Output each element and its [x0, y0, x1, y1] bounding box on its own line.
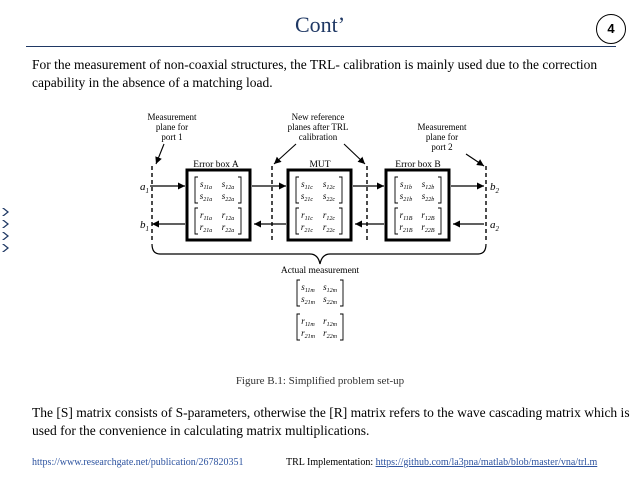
port-a2: a2 — [490, 219, 500, 233]
error-box-a — [185, 168, 252, 242]
mut-label: MUT — [309, 160, 330, 170]
parameter-matrices: s11a s12a s21a s22a r11a r12a r21a r22a s11c s12c… — [194, 176, 442, 341]
matrix-entry: r22B — [421, 222, 435, 234]
matrix-sb: s11b s12b s21b s22b — [394, 176, 442, 204]
matrix-entry: r21m — [301, 328, 316, 340]
matrix-entry: s11b — [400, 179, 412, 191]
matrix-entry: s22b — [422, 191, 435, 203]
matrix-rb: r11B r12B r21B r22B — [394, 207, 442, 235]
page-number-badge: 4 — [596, 14, 626, 44]
matrix-entry: r22c — [323, 222, 336, 234]
matrix-bracket — [394, 176, 442, 204]
signal-arrows — [150, 182, 484, 228]
matrix-bracket — [394, 207, 442, 235]
matrix-entry: r12c — [323, 210, 336, 222]
intro-paragraph: For the measurement of non-coaxial struc… — [32, 57, 598, 90]
matrix-bracket — [194, 207, 242, 235]
actual-measurement-label: Actual measurement — [281, 266, 360, 276]
matrix-rm: r11m r12m r21m r22m — [296, 313, 344, 341]
matrix-entry: s12m — [323, 282, 338, 294]
matrix-entry: s11c — [301, 179, 313, 191]
port-b1: b1 — [140, 219, 149, 233]
matrix-bracket — [295, 176, 343, 204]
researchgate-link[interactable]: https://www.researchgate.net/publication… — [32, 457, 244, 468]
chevron-marker-icon — [2, 232, 9, 240]
matrix-entry: s11m — [301, 282, 315, 294]
footer-trl-label: TRL Implementation: — [286, 457, 376, 468]
slide-title: Cont’ — [294, 12, 346, 37]
plane-port2-line3: port 2 — [431, 142, 452, 152]
error-box-b — [384, 168, 451, 242]
plane-port2-line2: plane for — [426, 132, 458, 142]
matrix-sc: s11c s12c s21c s22c — [295, 176, 343, 204]
matrix-entry: r22m — [323, 328, 338, 340]
measurement-brace — [151, 243, 487, 265]
matrix-entry: r22a — [222, 222, 235, 234]
matrix-entry: s12a — [222, 179, 235, 191]
matrix-entry: s22a — [222, 191, 235, 203]
mut-box — [286, 168, 353, 242]
chevron-marker-icon — [2, 220, 9, 228]
port-b2: b2 — [490, 181, 500, 195]
matrix-entry: s11a — [200, 179, 212, 191]
matrix-sa: s11a s12a s21a s22a — [194, 176, 242, 204]
matrix-bracket — [296, 313, 344, 341]
error-box-a-label: Error box A — [193, 160, 239, 170]
matrix-entry: s21m — [301, 294, 316, 306]
matrix-bracket — [194, 176, 242, 204]
plane-pointers — [155, 143, 485, 167]
matrix-entry: r21c — [301, 222, 314, 234]
chevron-marker-icon — [2, 244, 9, 252]
github-trl-link[interactable]: https://github.com/la3pna/matlab/blob/ma… — [375, 457, 598, 468]
matrix-sm: s11m s12m s21m s22m — [296, 279, 344, 307]
matrix-entry: r11m — [301, 316, 315, 328]
port-labels: a1 b1 b2 a2 — [140, 181, 500, 233]
matrix-entry: s22c — [323, 191, 336, 203]
plane-labels: Measurement plane for port 1 New referen… — [148, 112, 467, 152]
plane-port1-line3: port 1 — [161, 132, 182, 142]
matrix-entry: r12a — [222, 210, 235, 222]
port-a1: a1 — [140, 181, 149, 195]
plane-port1-line2: plane for — [156, 122, 188, 132]
matrix-entry: r11c — [301, 210, 313, 222]
plane-port1-line1: Measurement — [148, 112, 197, 122]
matrix-entry: r21a — [200, 222, 213, 234]
matrix-ra: r11a r12a r21a r22a — [194, 207, 242, 235]
matrix-entry: s12c — [323, 179, 336, 191]
footer-trl-reference: TRL Implementation: https://github.com/l… — [286, 457, 597, 468]
reference-planes — [151, 166, 487, 240]
matrix-entry: r11a — [200, 210, 212, 222]
title-divider — [26, 46, 616, 47]
plane-new-line1: New reference — [292, 112, 345, 122]
matrix-entry: s21c — [301, 191, 314, 203]
matrix-bracket — [295, 207, 343, 235]
matrix-entry: s21b — [400, 191, 413, 203]
two-port-boxes — [185, 168, 451, 242]
figure-caption: Figure B.1: Simplified problem set-up — [236, 375, 405, 387]
matrix-entry: s21a — [200, 191, 213, 203]
trl-setup-diagram: Measurement plane for port 1 New referen… — [140, 112, 500, 387]
plane-new-line2: planes after TRL — [288, 122, 349, 132]
plane-new-line3: calibration — [299, 132, 338, 142]
error-box-b-label: Error box B — [395, 160, 440, 170]
chevron-marker-icon — [2, 208, 9, 216]
matrix-entry: s12b — [422, 179, 435, 191]
matrix-entry: r12m — [323, 316, 338, 328]
matrix-entry: r11B — [400, 210, 413, 222]
matrix-entry: r21B — [399, 222, 413, 234]
outro-paragraph: The [S] matrix consists of S-parameters,… — [32, 405, 630, 438]
plane-port2-line1: Measurement — [418, 122, 467, 132]
matrix-bracket — [296, 279, 344, 307]
matrix-entry: r12B — [421, 210, 435, 222]
matrix-rc: r11c r12c r21c r22c — [295, 207, 343, 235]
matrix-entry: s22m — [323, 294, 338, 306]
